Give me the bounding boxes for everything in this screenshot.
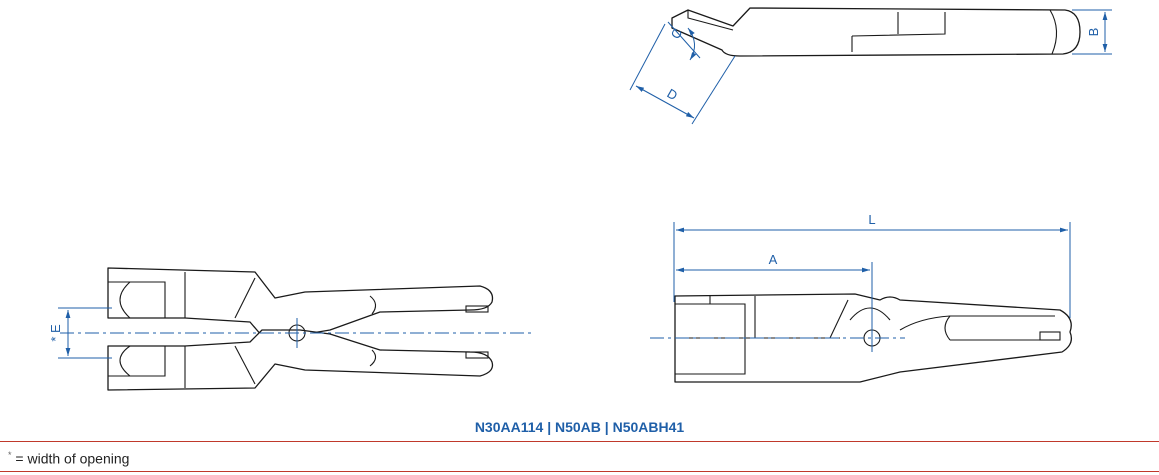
dimension-label-a: A bbox=[769, 252, 778, 267]
footnote-marker: * bbox=[8, 450, 12, 460]
dimension-b: B bbox=[1072, 9, 1112, 55]
open-jaws-tool bbox=[107, 267, 494, 391]
dimension-label-e: * E bbox=[48, 324, 63, 342]
divider-line bbox=[0, 441, 1159, 442]
closed-tool bbox=[674, 293, 1073, 383]
part-numbers-caption: N30AA114 | N50AB | N50ABH41 bbox=[474, 419, 685, 435]
dimension-label-b: B bbox=[1086, 28, 1101, 37]
dimension-e: * E bbox=[48, 307, 112, 359]
side-view-tool bbox=[671, 7, 1081, 57]
dimension-label-l: L bbox=[868, 212, 875, 227]
footnote-text: = width of opening bbox=[15, 450, 130, 467]
dimension-l: L bbox=[673, 212, 1071, 318]
dimension-a: A bbox=[676, 252, 873, 322]
footnote: * = width of opening bbox=[8, 450, 129, 467]
dimension-label-d: D bbox=[665, 86, 681, 104]
divider-line-bottom bbox=[0, 471, 1159, 472]
